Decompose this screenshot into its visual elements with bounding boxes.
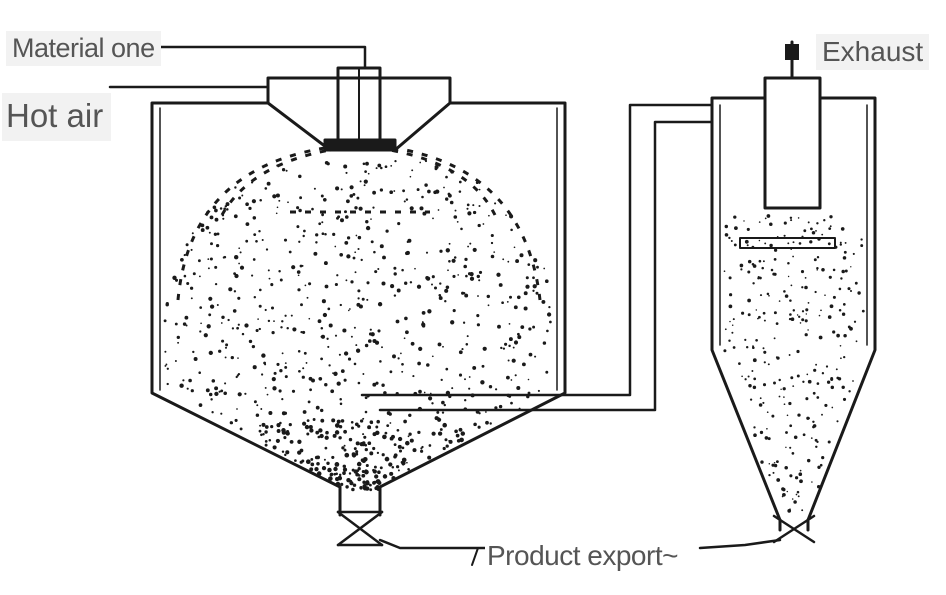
air-distributor-cone bbox=[266, 101, 452, 152]
cyclone-inner-wall bbox=[719, 104, 868, 346]
product-export-label: Product export~ bbox=[485, 540, 680, 572]
spray-dome-arc bbox=[394, 146, 542, 301]
exhaust-valve bbox=[785, 44, 799, 60]
hot-air-label: Hot air bbox=[2, 93, 112, 141]
cyclone-outline bbox=[710, 96, 877, 522]
connecting-duct bbox=[360, 103, 714, 412]
drying-chamber-outline bbox=[150, 101, 567, 489]
cyclone-outlet bbox=[778, 518, 810, 532]
material-feed-line bbox=[148, 45, 367, 70]
cyclone-rotary-valve bbox=[772, 514, 816, 544]
material-one-label: Material one bbox=[6, 31, 161, 66]
spray-inner-arc bbox=[389, 148, 497, 216]
spray-particles-chamber bbox=[163, 159, 552, 492]
product-export-arrow bbox=[471, 547, 479, 566]
cyclone-exhaust-tube bbox=[763, 76, 822, 210]
atomizer-disc bbox=[323, 138, 397, 152]
product-export-line-left bbox=[378, 538, 490, 550]
exhaust-label: Exhaust bbox=[816, 34, 930, 70]
product-export-line-right bbox=[698, 538, 782, 550]
spray-particles-cyclone bbox=[723, 214, 865, 513]
chamber-outlet bbox=[338, 485, 382, 517]
spray-dome-arc bbox=[176, 146, 326, 301]
chamber-rotary-valve bbox=[336, 510, 384, 547]
chamber-inner-wall bbox=[159, 107, 558, 391]
